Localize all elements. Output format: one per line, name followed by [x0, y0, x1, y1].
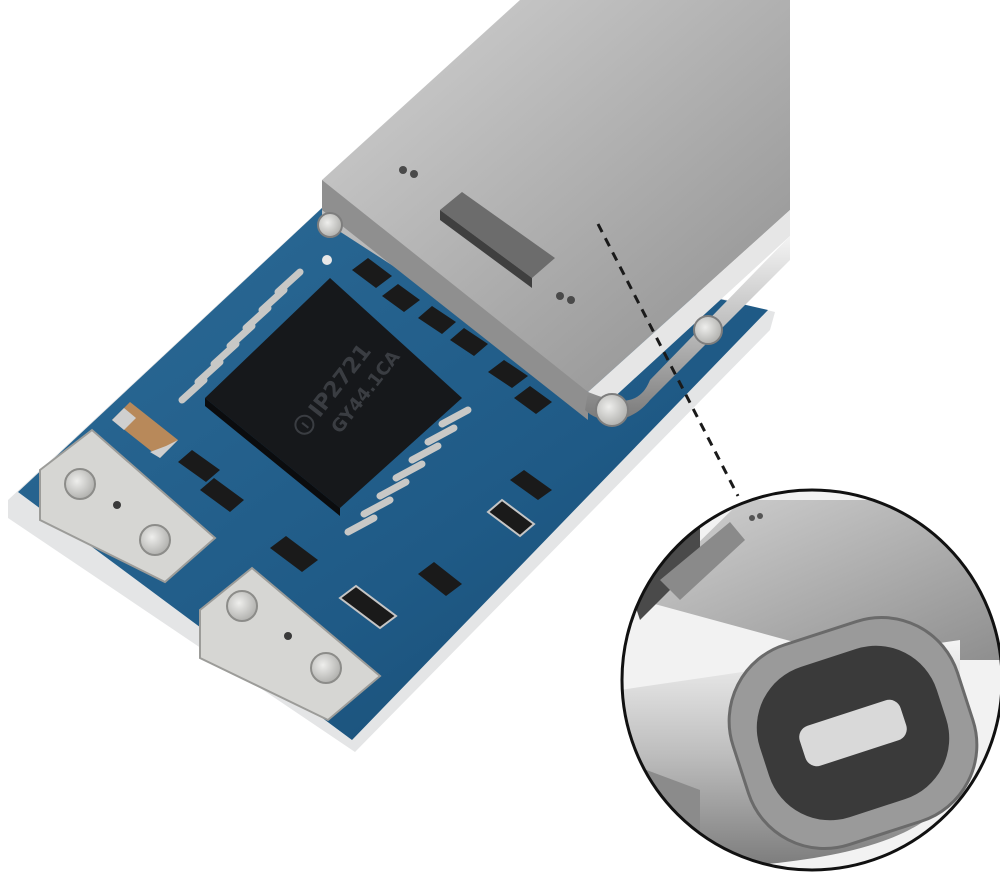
terminal-pad-right	[199, 566, 382, 722]
chip-logo-icon	[294, 414, 315, 435]
terminal-pad-left	[39, 428, 217, 584]
leader-line	[596, 223, 740, 497]
via-hole	[322, 255, 332, 265]
zoom-callout	[620, 488, 1000, 872]
usb-c-connector	[317, 0, 790, 427]
zoom-content	[622, 490, 1000, 870]
smd-components	[112, 255, 552, 630]
usb-c-tongue	[799, 699, 907, 767]
resistor	[178, 258, 552, 630]
capacitor	[112, 402, 178, 458]
chip-pins	[178, 268, 472, 536]
chip-logo-text: I	[299, 420, 312, 431]
connector-tab	[440, 192, 555, 278]
ic-chip: I IP2721 GY44.1CA	[205, 278, 462, 516]
